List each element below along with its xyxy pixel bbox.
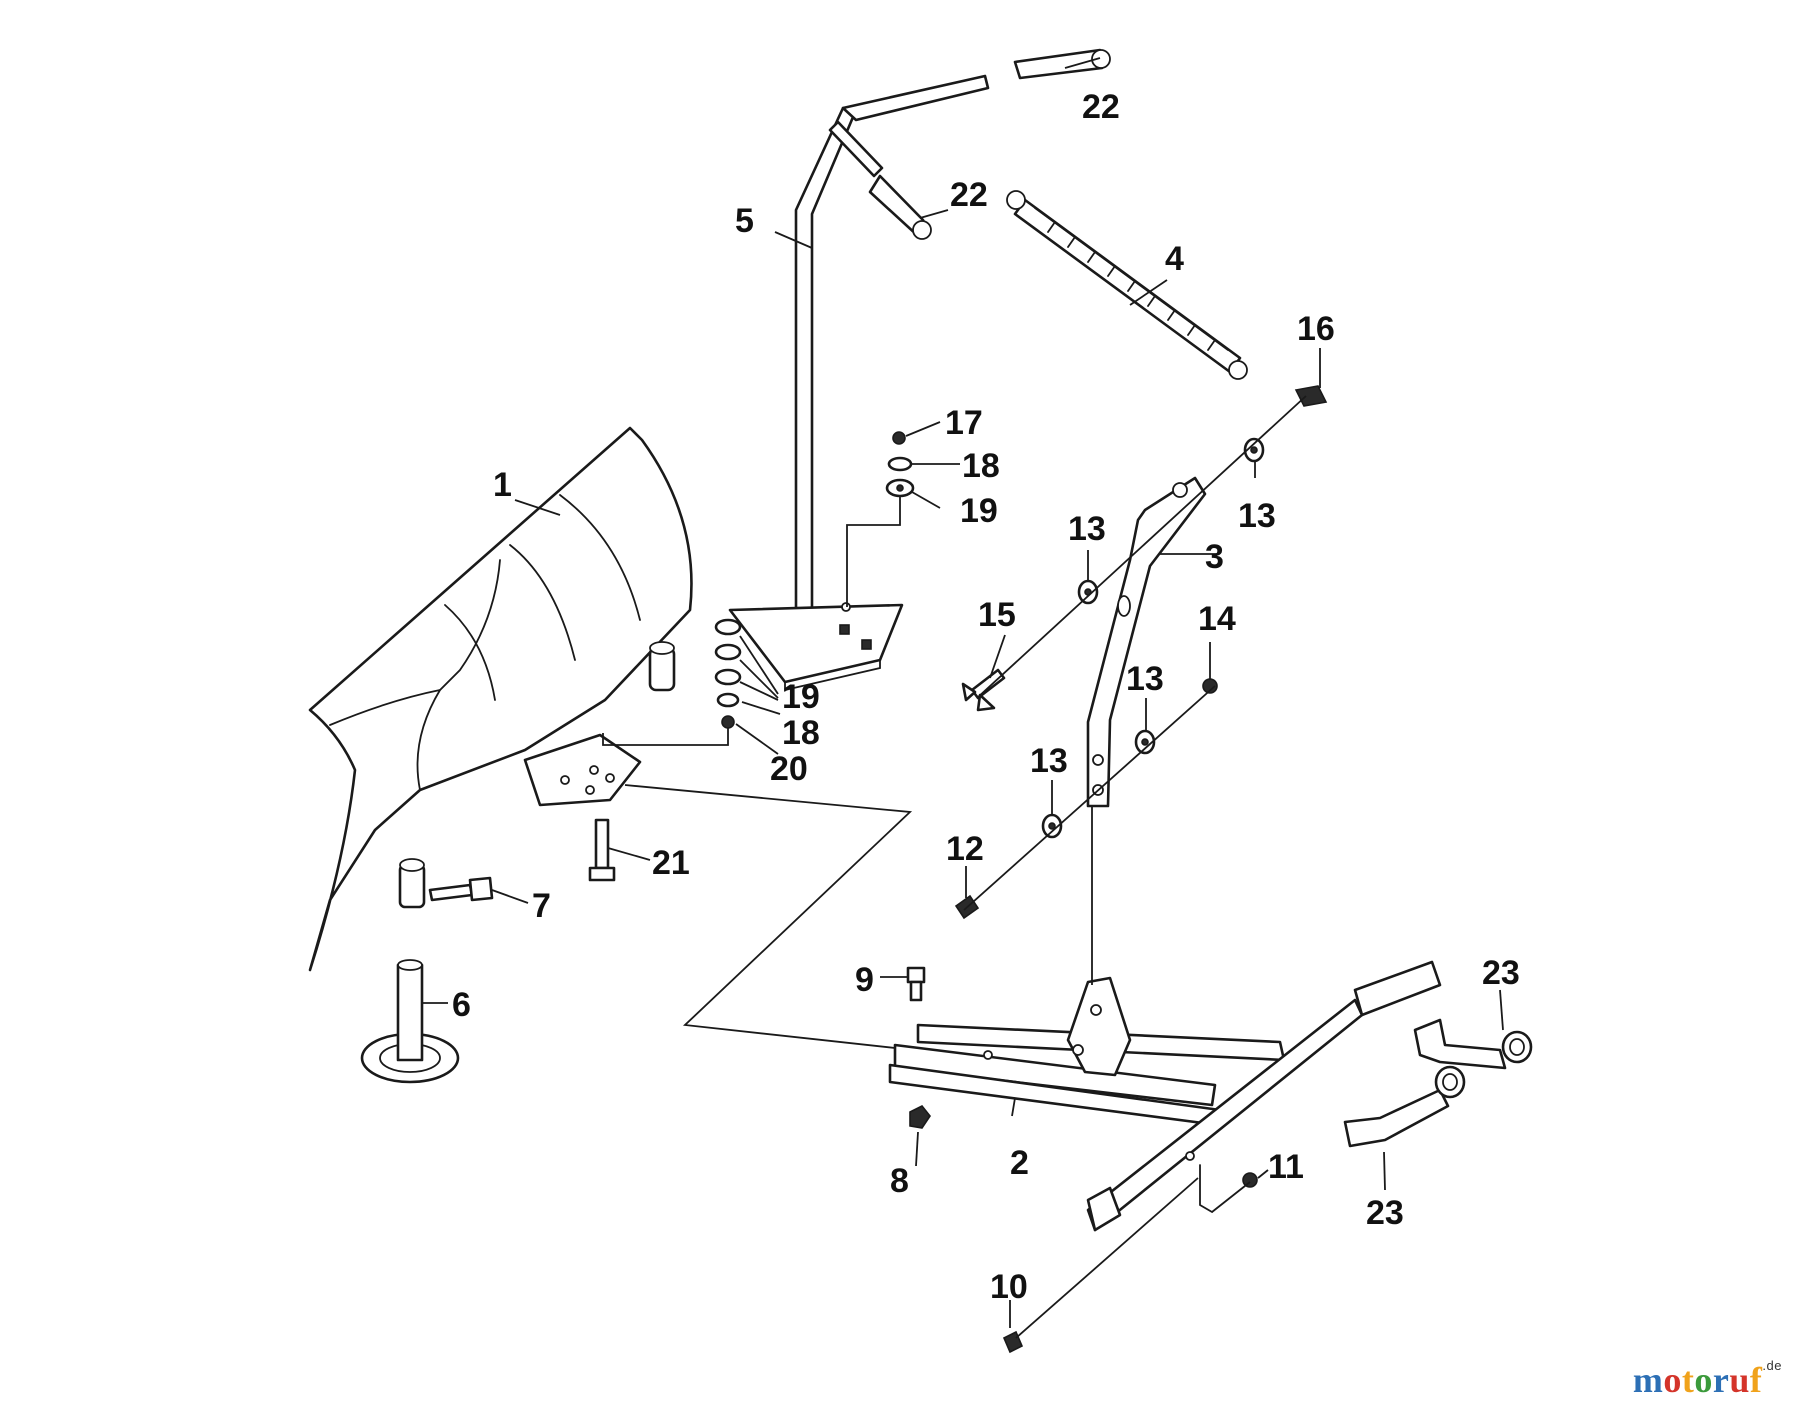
callout-20: 20: [770, 750, 808, 788]
callout-18-top: 18: [962, 447, 1000, 485]
callout-4: 4: [1165, 240, 1184, 278]
callout-21: 21: [652, 844, 690, 882]
washer-13-top-right: [1243, 437, 1265, 463]
callout-13-middle: 13: [1126, 660, 1164, 698]
watermark-letter: m: [1632, 1360, 1664, 1400]
bolt-9: [906, 966, 926, 1002]
bolt-7: [428, 876, 494, 902]
callouts: 1 5 22 22 4 16 17 18 19 13 13 3 15 14 13…: [452, 88, 1520, 1306]
watermark-letter: f: [1749, 1360, 1763, 1400]
callout-9: 9: [855, 961, 874, 999]
washer-13-middle: [1134, 729, 1156, 755]
callout-19-top: 19: [960, 492, 998, 530]
tension-spring: [1006, 190, 1248, 380]
callout-7: 7: [532, 887, 551, 925]
callout-22-top: 22: [1082, 88, 1120, 126]
bolt-21: [588, 818, 616, 882]
hitch-bracket-upper: [1413, 1018, 1533, 1070]
motoruf-watermark: motoruf.de: [1633, 1358, 1782, 1401]
callout-23-top: 23: [1482, 954, 1520, 992]
callout-6: 6: [452, 986, 471, 1024]
callout-19-bottom: 19: [782, 678, 820, 716]
pivot-tube: [398, 858, 426, 909]
callout-2: 2: [1010, 1144, 1029, 1182]
watermark-letter: o: [1694, 1360, 1713, 1400]
wing-bolt-15: [961, 668, 1006, 712]
washer-13-upper: [1077, 579, 1099, 605]
handle-bar: [794, 74, 990, 654]
washer-13-lower: [1041, 813, 1063, 839]
plow-blade: [308, 426, 693, 972]
callout-leaders: [422, 57, 1504, 1328]
callout-13-top-right: 13: [1238, 497, 1276, 535]
watermark-letter: u: [1729, 1360, 1750, 1400]
nut-8: [909, 1104, 931, 1129]
callout-1: 1: [493, 466, 512, 504]
watermark-suffix: .de: [1762, 1358, 1782, 1373]
callout-23-bottom: 23: [1366, 1194, 1404, 1232]
blade-bracket: [523, 733, 642, 807]
handle-base-plate: [728, 602, 904, 692]
frame-crossbar: [1086, 960, 1442, 1232]
callout-3: 3: [1205, 538, 1224, 576]
callout-18-bottom: 18: [782, 714, 820, 752]
washer-stack-upper: [885, 431, 915, 498]
nut-11: [1242, 1172, 1258, 1188]
callout-13-left: 13: [1068, 510, 1106, 548]
washer-stack-lower: [714, 618, 742, 729]
callout-13-lower: 13: [1030, 742, 1068, 780]
stand-pin: [360, 959, 460, 1084]
callout-22-mid: 22: [950, 176, 988, 214]
blade-sleeve: [648, 641, 676, 692]
callout-8: 8: [890, 1162, 909, 1200]
callout-12: 12: [946, 830, 984, 868]
spring-clip: [1294, 385, 1328, 407]
callout-17: 17: [945, 404, 983, 442]
callout-10: 10: [990, 1268, 1028, 1306]
callout-5: 5: [735, 202, 754, 240]
callout-15: 15: [978, 596, 1016, 634]
watermark-letter: t: [1681, 1360, 1695, 1400]
callout-16: 16: [1297, 310, 1335, 348]
assembly-lines: [602, 395, 1307, 1339]
callout-14: 14: [1198, 600, 1236, 638]
watermark-letter: o: [1663, 1360, 1682, 1400]
hitch-bracket-lower: [1343, 1065, 1466, 1148]
handle-grips: [868, 48, 1111, 240]
callout-11: 11: [1268, 1148, 1304, 1186]
watermark-letter: r: [1712, 1360, 1730, 1400]
